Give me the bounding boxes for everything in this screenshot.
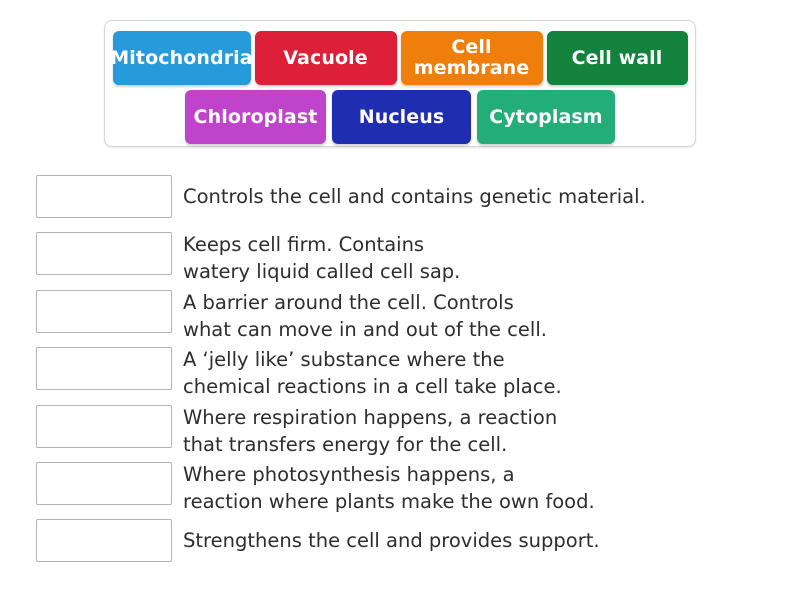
drop-zone-5[interactable] bbox=[36, 404, 172, 448]
answer-row: A barrier around the cell. Controls what… bbox=[36, 289, 766, 346]
definition-text: A barrier around the cell. Controls what… bbox=[183, 290, 547, 341]
drop-zone-6[interactable] bbox=[36, 461, 172, 505]
tile-cell-membrane[interactable]: Cell membrane bbox=[400, 31, 543, 85]
drop-zone-3[interactable] bbox=[36, 289, 172, 333]
tile-cell-wall[interactable]: Cell wall bbox=[546, 31, 688, 85]
drop-zone-7[interactable] bbox=[36, 519, 172, 563]
drop-zone-4[interactable] bbox=[36, 347, 172, 391]
drop-zone-1[interactable] bbox=[36, 175, 172, 218]
answer-row: A ‘jelly like’ substance where the chemi… bbox=[36, 346, 766, 403]
tile-vacuole[interactable]: Vacuole bbox=[254, 31, 397, 85]
answer-row: Where photosynthesis happens, a reaction… bbox=[36, 461, 766, 518]
drop-zone-2[interactable] bbox=[36, 232, 172, 276]
answer-row: Strengthens the cell and provides suppor… bbox=[36, 518, 766, 575]
definition-text: Where photosynthesis happens, a reaction… bbox=[183, 462, 595, 513]
tile-chloroplast[interactable]: Chloroplast bbox=[185, 90, 326, 144]
answer-row: Where respiration happens, a reaction th… bbox=[36, 404, 766, 461]
answer-row: Keeps cell firm. Contains watery liquid … bbox=[36, 231, 766, 288]
answer-list: Controls the cell and contains genetic m… bbox=[36, 174, 766, 576]
tile-nucleus[interactable]: Nucleus bbox=[332, 90, 471, 144]
tile-mitochondria[interactable]: Mitochondria bbox=[110, 31, 253, 85]
definition-text: Strengthens the cell and provides suppor… bbox=[183, 529, 600, 553]
answer-row: Controls the cell and contains genetic m… bbox=[36, 174, 766, 231]
definition-text: Keeps cell firm. Contains watery liquid … bbox=[183, 233, 461, 284]
tile-cytoplasm[interactable]: Cytoplasm bbox=[477, 90, 615, 144]
definition-text: Controls the cell and contains genetic m… bbox=[183, 185, 646, 208]
definition-text: A ‘jelly like’ substance where the chemi… bbox=[183, 348, 562, 399]
definition-text: Where respiration happens, a reaction th… bbox=[183, 405, 558, 456]
